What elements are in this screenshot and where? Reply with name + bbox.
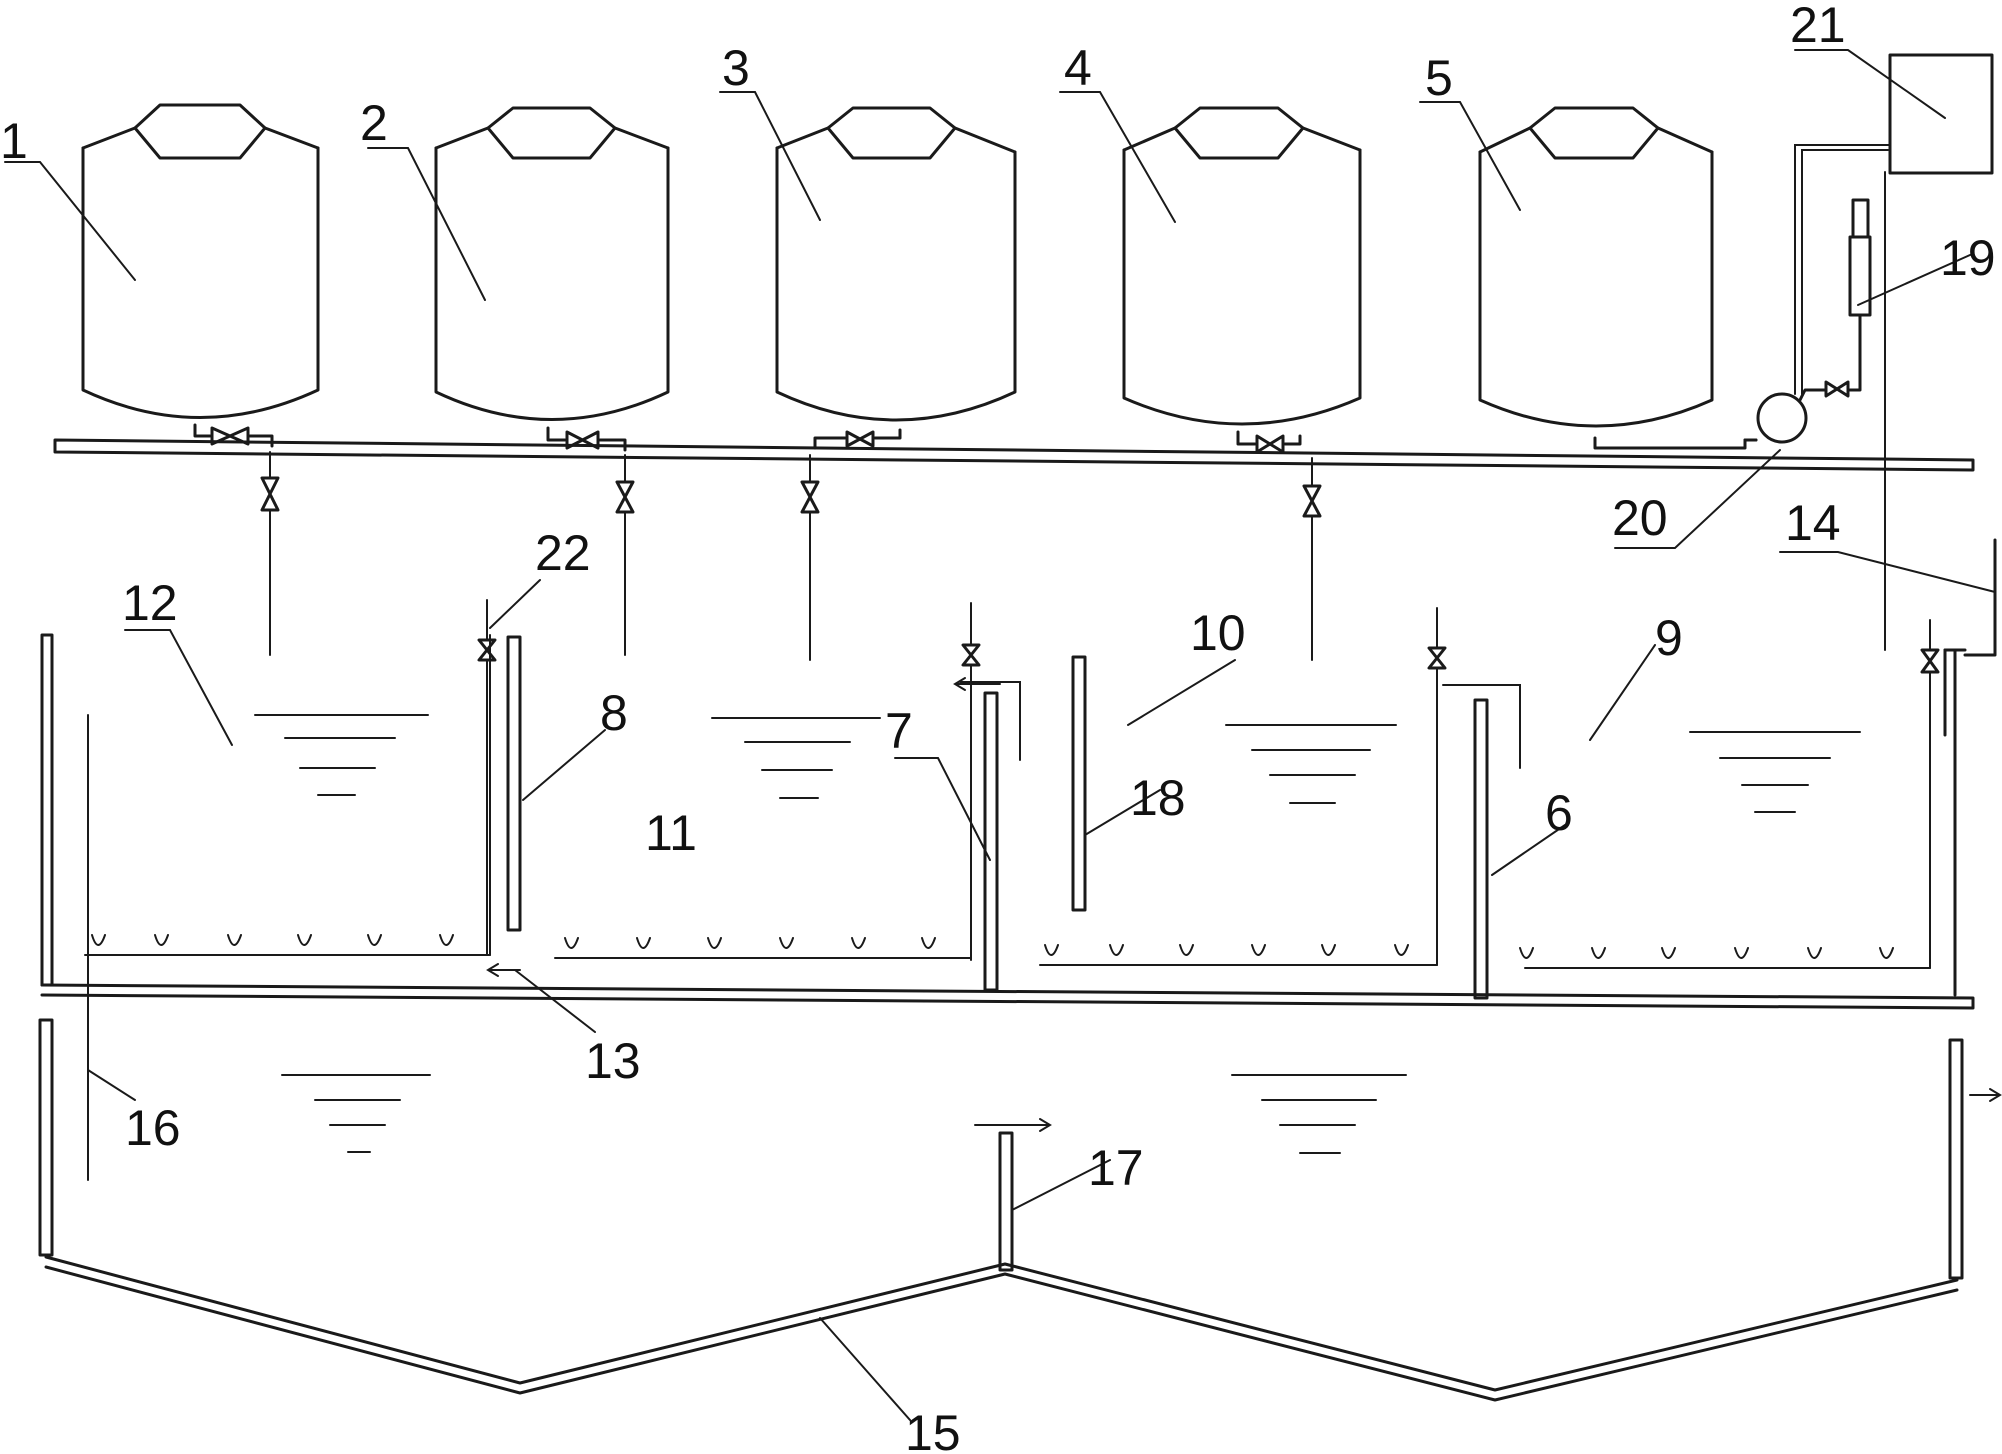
diffuser-row-1 bbox=[84, 934, 488, 956]
label-chamber-9: 9 bbox=[1655, 610, 1683, 666]
label-tank-4: 4 bbox=[1064, 40, 1092, 96]
label-tank-1: 1 bbox=[0, 113, 28, 169]
label-tank-3: 3 bbox=[722, 40, 750, 96]
partition-6 bbox=[1442, 684, 1521, 1000]
label-tank-2: 2 bbox=[360, 95, 388, 151]
storage-tank-5 bbox=[1478, 106, 1714, 428]
settling-tank-15 bbox=[38, 1018, 1964, 1402]
label-flowmeter-19: 19 bbox=[1940, 230, 1996, 286]
label-outlet-14: 14 bbox=[1785, 495, 1841, 551]
label-pipe-13: 13 bbox=[585, 1033, 641, 1089]
basin-walls bbox=[40, 538, 1997, 1010]
pump-20 bbox=[1743, 392, 1808, 444]
label-bottom-15: 15 bbox=[905, 1405, 961, 1454]
label-valve-22: 22 bbox=[535, 525, 591, 581]
label-box-21: 21 bbox=[1790, 0, 1846, 53]
diffuser-row-4 bbox=[1519, 947, 1931, 969]
water-levels bbox=[254, 714, 1861, 1154]
partition-8 bbox=[394, 634, 522, 956]
flowmeter-19 bbox=[1798, 198, 1872, 402]
aeration-riser-pipes bbox=[477, 599, 1940, 969]
label-partition-7: 7 bbox=[885, 703, 913, 759]
label-pipe-16: 16 bbox=[125, 1100, 181, 1156]
storage-tank-1 bbox=[81, 103, 320, 419]
control-box-21 bbox=[1794, 53, 1994, 651]
storage-tank-4 bbox=[1122, 106, 1362, 426]
storage-tank-2 bbox=[434, 106, 670, 421]
pipe-18 bbox=[1071, 655, 1087, 912]
label-pump-20: 20 bbox=[1612, 490, 1668, 546]
label-partition-8: 8 bbox=[600, 685, 628, 741]
label-pipe-18: 18 bbox=[1130, 770, 1186, 826]
label-chamber-10: 10 bbox=[1190, 605, 1246, 661]
label-chamber-11: 11 bbox=[645, 805, 697, 861]
diffuser-row-3 bbox=[1039, 944, 1438, 966]
partition-7 bbox=[959, 681, 1021, 992]
header-pipe bbox=[53, 438, 1975, 472]
flow-arrows bbox=[486, 677, 2002, 1132]
diffuser-row-2 bbox=[554, 937, 972, 959]
label-tank-5: 5 bbox=[1425, 50, 1453, 106]
drop-pipes bbox=[260, 451, 1322, 661]
label-baffle-17: 17 bbox=[1088, 1140, 1144, 1196]
label-partition-6: 6 bbox=[1545, 785, 1573, 841]
storage-tank-3 bbox=[775, 106, 1017, 422]
baffle-17 bbox=[998, 1131, 1014, 1272]
leader-lines bbox=[4, 49, 1996, 1421]
tank-outlet-valves bbox=[193, 423, 1758, 454]
label-chamber-12: 12 bbox=[122, 575, 178, 631]
